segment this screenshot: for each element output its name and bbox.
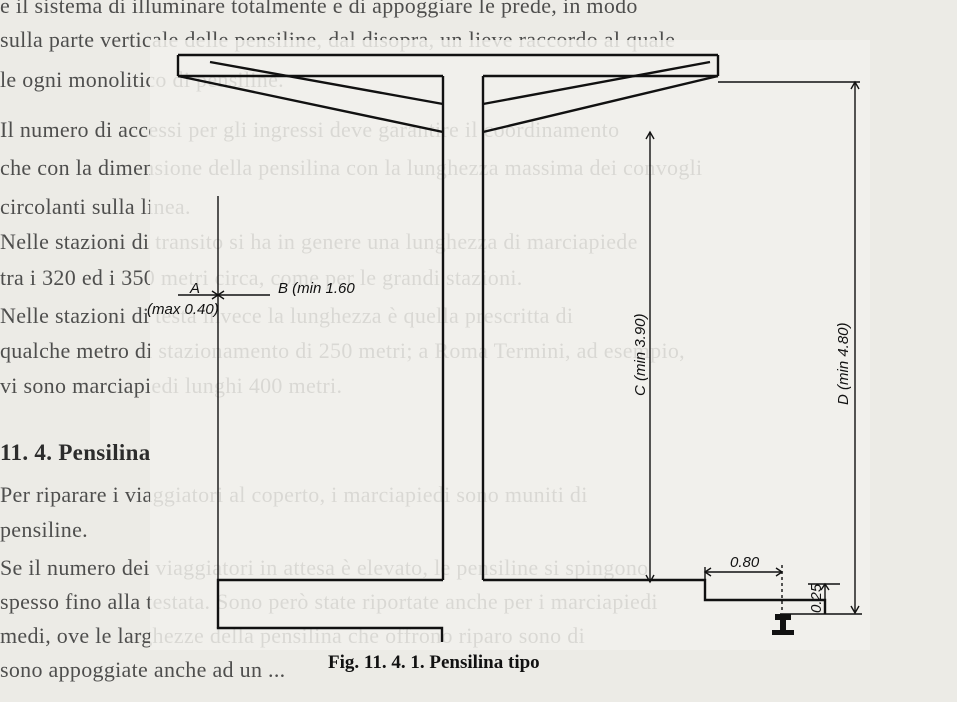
figure-caption: Fig. 11. 4. 1. Pensilina tipo	[328, 652, 540, 674]
rail-web	[780, 620, 786, 630]
left-wing-inner	[209, 60, 444, 106]
label-height: 0.25	[808, 583, 825, 613]
dim-d-arrow-bottom	[850, 605, 860, 615]
rail-head	[775, 614, 791, 620]
right-wing-inner	[482, 60, 711, 106]
label-a: A	[189, 280, 200, 297]
platform-left	[216, 578, 444, 642]
right-wing-slope	[482, 74, 719, 134]
rail-profile	[772, 614, 794, 635]
diagram-backing	[150, 40, 870, 650]
dim-c-arrow-top	[645, 130, 655, 140]
label-c: C (min 3.90)	[632, 313, 649, 396]
rail-foot	[772, 630, 794, 635]
figure-number: Fig. 11. 4. 1.	[328, 652, 425, 673]
dim-c-arrow-bottom	[645, 574, 655, 584]
label-a-note: (max 0.40)	[147, 301, 219, 318]
left-wing-slope	[177, 74, 444, 134]
text-line: sono appoggiate anche ad un ...	[0, 657, 286, 682]
canopy-outline	[176, 53, 827, 642]
label-d: D (min 4.80)	[835, 322, 852, 405]
label-offset: 0.80	[730, 554, 760, 571]
dim-offset-arrow-left	[703, 567, 712, 577]
text-line: e il sistema di illuminare totalmente e …	[0, 0, 638, 18]
label-b: B (min 1.60	[278, 280, 355, 297]
dimension-lines	[178, 80, 862, 615]
section-heading: 11. 4. Pensilina	[0, 440, 151, 465]
text-line: pensiline.	[0, 517, 88, 542]
figure-title: Pensilina tipo	[429, 652, 540, 673]
dim-d-arrow-top	[850, 80, 860, 90]
